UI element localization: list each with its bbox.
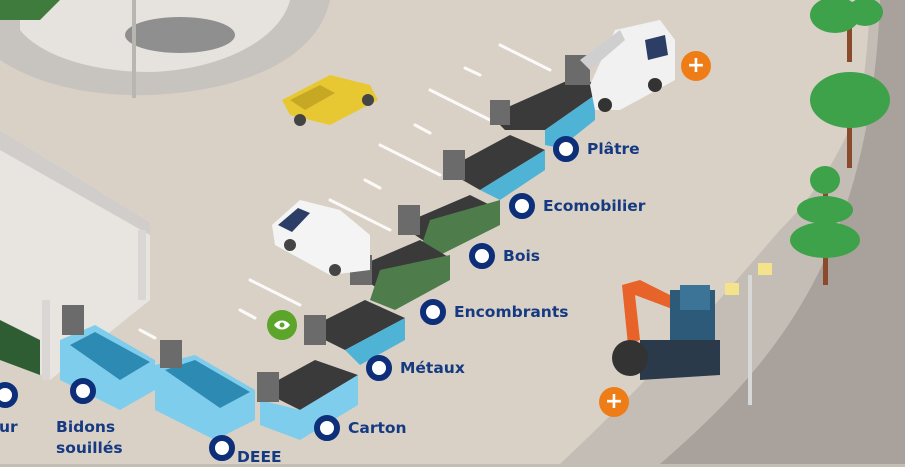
pickup-truck (282, 75, 378, 126)
view-button[interactable] (267, 310, 297, 340)
hotspot-encombrants[interactable]: Encombrants (420, 299, 568, 325)
hotspot-label-partial[interactable]: ur (0, 418, 18, 436)
more-info-button[interactable]: + (599, 387, 629, 417)
hotspot-marker-icon (509, 193, 535, 219)
outer-curb (640, 0, 905, 464)
hotspot-ecomobilier[interactable]: Ecomobilier (509, 193, 645, 219)
hotspot-marker-icon (209, 435, 235, 461)
hotspot-label: Carton (348, 418, 407, 437)
hotspot-label: Encombrants (454, 302, 569, 321)
hotspot-label: Ecomobilier (543, 196, 646, 215)
hotspot-partial-marker[interactable] (0, 382, 18, 408)
hotspot-marker-icon (366, 355, 392, 381)
hotspot-metaux[interactable]: Métaux (366, 355, 465, 381)
eye-icon (274, 320, 290, 330)
hotspot-marker-icon (420, 299, 446, 325)
hotspot-label: Plâtre (587, 139, 640, 158)
hotspot-label: Bois (503, 246, 541, 265)
hotspot-carton[interactable]: Carton (314, 415, 407, 441)
hotspot-marker-icon (553, 136, 579, 162)
hotspot-marker-icon (70, 378, 96, 404)
hotspot-marker-icon (469, 243, 495, 269)
hotspot-bidons-souilles-marker[interactable] (70, 378, 96, 404)
hotspot-label: Métaux (400, 358, 465, 377)
more-info-button[interactable]: + (681, 51, 711, 81)
truck (580, 20, 675, 112)
hotspot-platre[interactable]: Plâtre (553, 136, 640, 162)
containers (60, 55, 595, 440)
hotspot-label-bidons-souilles[interactable]: Bidons souillés (56, 418, 123, 457)
compactor (612, 280, 720, 380)
hotspot-marker-icon (0, 382, 18, 408)
hotspot-marker-icon (314, 415, 340, 441)
trees (790, 0, 890, 285)
hotspot-deee[interactable]: DEEE (209, 435, 282, 467)
hotspot-label: DEEE (237, 448, 282, 466)
van (272, 200, 370, 276)
lamp-post (725, 263, 772, 405)
hotspot-bois[interactable]: Bois (469, 243, 540, 269)
